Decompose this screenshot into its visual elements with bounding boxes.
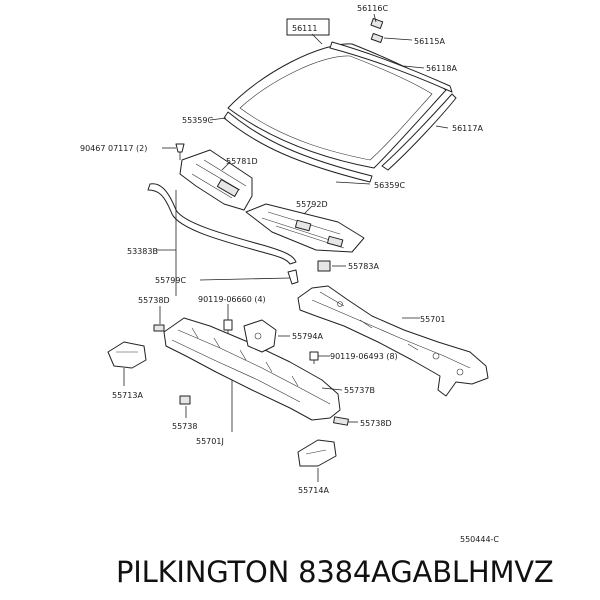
label-90119-06493: 90119-06493 (8) — [330, 352, 398, 361]
bolt-90119-06493 — [309, 351, 319, 364]
label-55792D: 55792D — [296, 200, 328, 209]
brand-part-number: PILKINGTON 8384AGABLHMVZ — [116, 555, 554, 589]
windshield-side-molding — [381, 93, 457, 171]
seal-55738D-right — [333, 416, 349, 426]
cowl-top-panel-55781D — [179, 149, 253, 211]
pad-55783A — [317, 260, 331, 272]
clip-55799C — [287, 269, 299, 285]
label-56111-box — [286, 18, 330, 36]
label-56117A: 56117A — [452, 124, 483, 133]
label-56359C-bottom: 56359C — [374, 181, 405, 190]
label-55737B: 55737B — [344, 386, 375, 395]
label-55701J: 55701J — [196, 437, 224, 446]
label-55738: 55738 — [172, 422, 197, 431]
label-55713A: 55713A — [112, 391, 143, 400]
label-53383B: 53383B — [127, 247, 158, 256]
cowl-lower-panel-55701J — [163, 317, 341, 421]
windshield-glass — [227, 43, 447, 169]
label-90467: 90467 07117 (2) — [80, 144, 147, 153]
cowl-side-panel-56701 — [297, 285, 489, 397]
label-56118A: 56118A — [426, 64, 457, 73]
label-55783A: 55783A — [348, 262, 379, 271]
label-56115A: 56115A — [414, 37, 445, 46]
label-55738D-right: 55738D — [360, 419, 392, 428]
leader-lines — [123, 13, 449, 482]
seal-55738D-left — [153, 324, 165, 332]
windshield-top-molding — [329, 41, 453, 93]
bracket-55714A — [297, 439, 337, 467]
diagram-reference-code: 550444-C — [460, 535, 499, 544]
windshield-lower-molding — [223, 111, 373, 183]
label-55794A: 55794A — [292, 332, 323, 341]
label-55359C-top: 55359C — [182, 116, 213, 125]
label-55799C: 55799C — [155, 276, 186, 285]
label-55714A: 55714A — [298, 486, 329, 495]
label-55738D-left: 55738D — [138, 296, 170, 305]
label-56701: 55701 — [420, 315, 445, 324]
label-90119-06660: 90119-06660 (4) — [198, 295, 266, 304]
molding-clip-56115A — [370, 32, 384, 44]
molding-clip-56116C — [370, 17, 384, 29]
bracket-55713A — [107, 341, 147, 369]
seal-55738 — [179, 395, 191, 405]
bracket-55794A — [243, 319, 277, 353]
clip-90467 — [175, 143, 185, 160]
label-56116C: 56116C — [357, 4, 388, 13]
label-55781D: 55781D — [226, 157, 258, 166]
seal-53383B — [147, 183, 297, 265]
label-56111: 56111 — [292, 24, 317, 33]
cowl-top-panel-55792D — [245, 203, 365, 253]
